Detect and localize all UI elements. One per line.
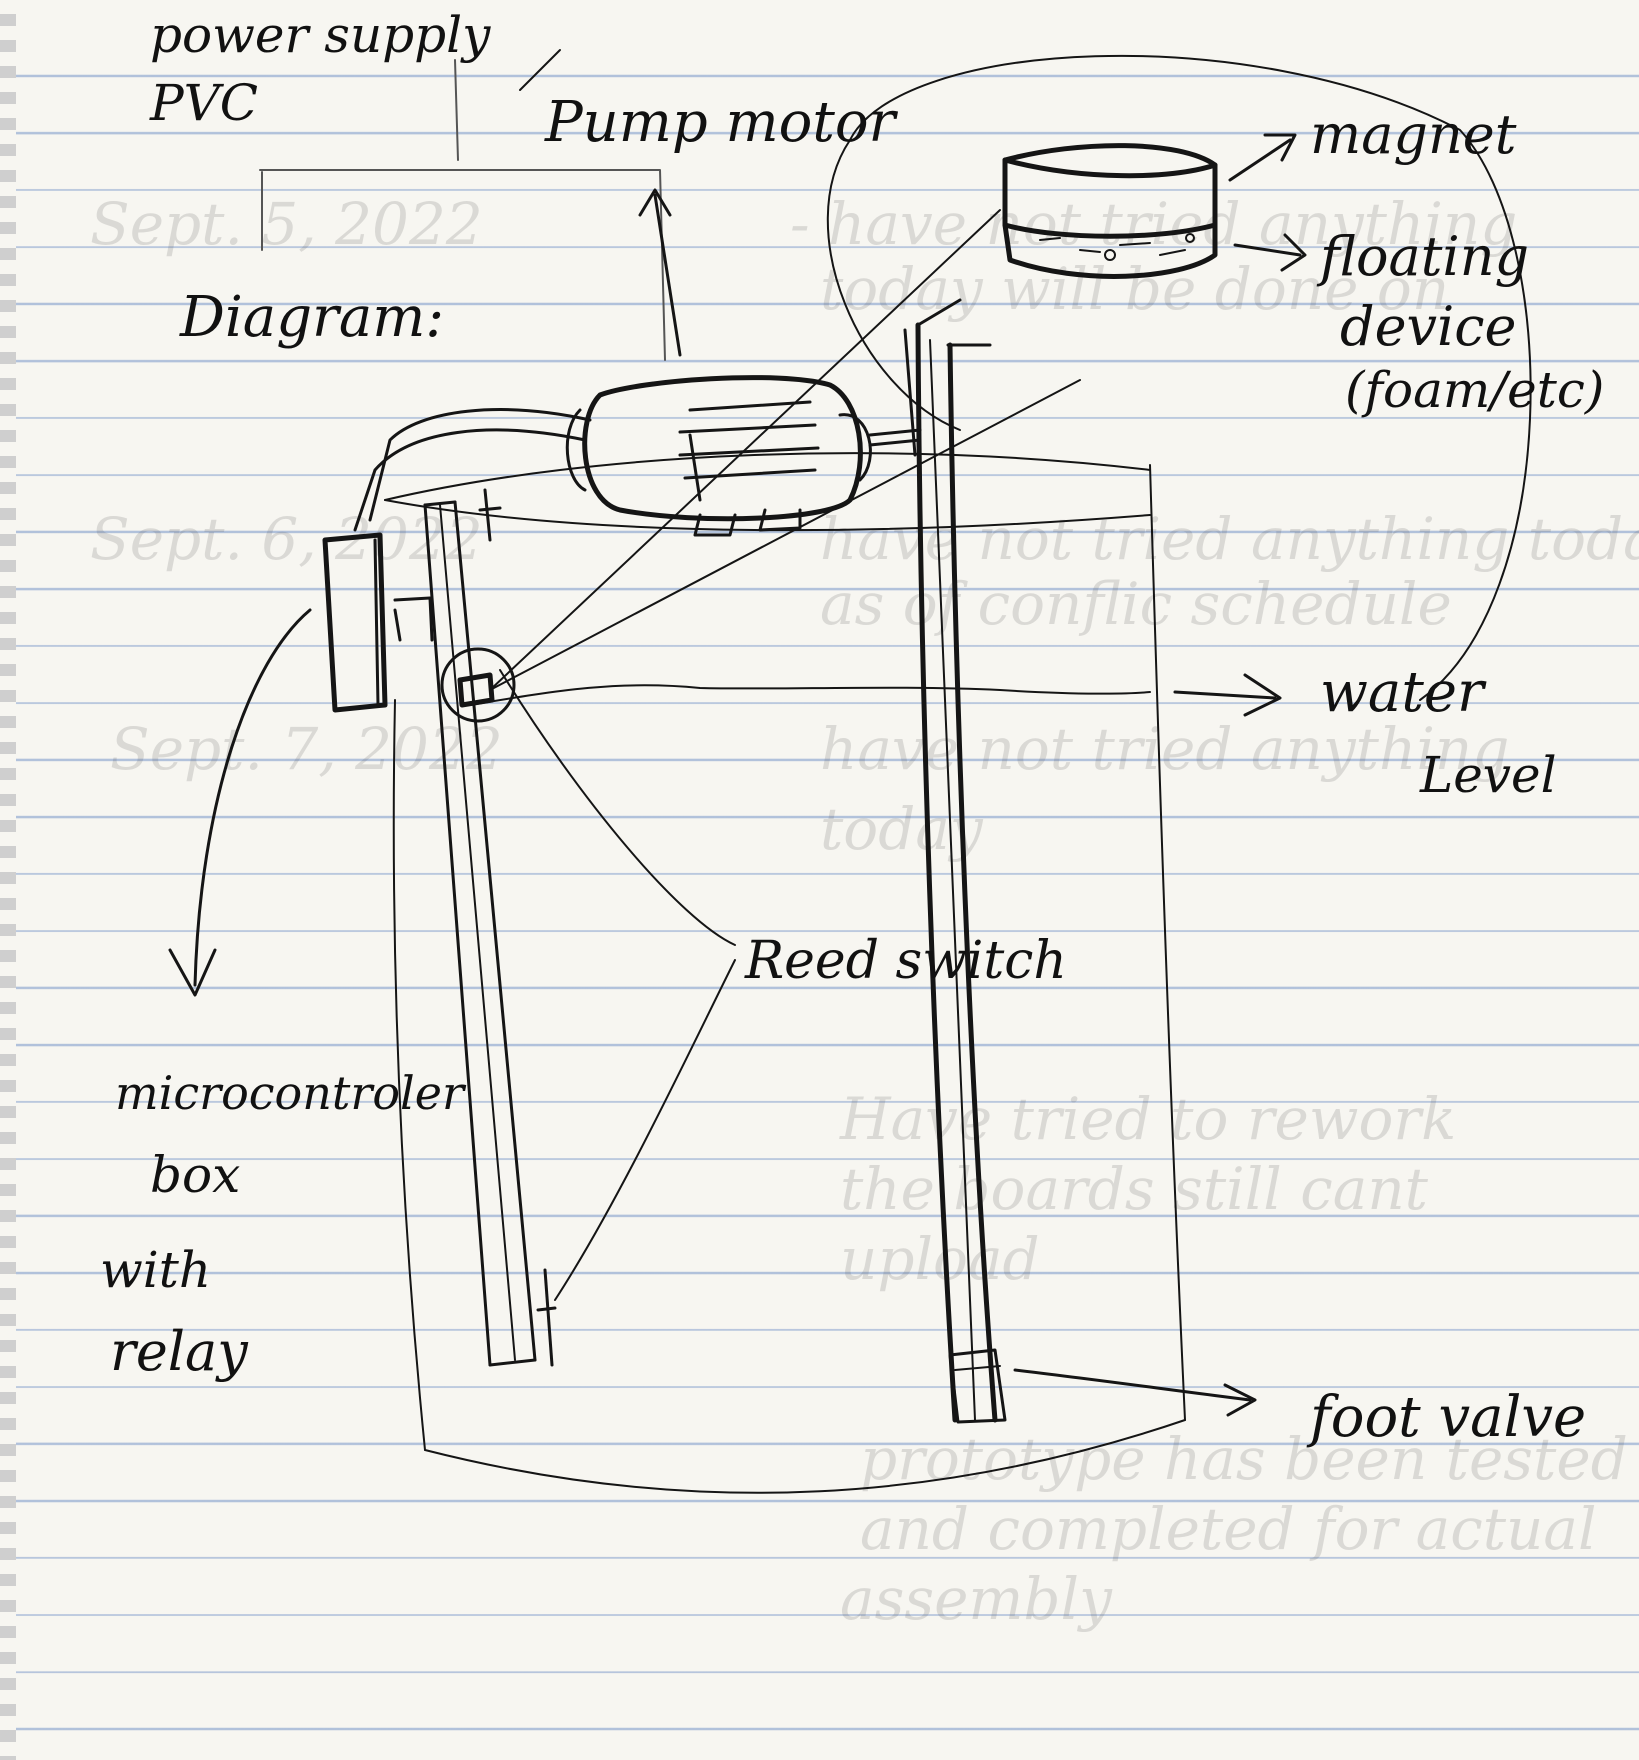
label-pvc: PVC [150,74,259,132]
reed-switch-bottom [536,1268,557,1367]
ghost-text: upload [840,1225,1040,1293]
label-level: Level [1420,746,1557,804]
spiral-binding [0,0,16,1760]
ghost-text: and completed for actual [860,1495,1597,1563]
ghost-text: today [820,795,983,863]
ghost-text: the boards still cant [840,1155,1428,1223]
label-box: box [150,1146,241,1204]
ghost-text: prototype has been tested [860,1425,1628,1493]
ghost-text: Sept. 6, 2022 [90,505,483,573]
ghost-text: today will be done on [820,255,1450,323]
left-pipe [423,500,537,1367]
ghost-text: Sept. 5, 2022 [90,190,483,258]
label-power-supply: power supply [150,6,491,64]
label-reed-switch: Reed switch [745,931,1067,991]
label-microcontroller: microcontroler [115,1066,464,1120]
arrow-magnet [1228,138,1292,182]
water-level-line [469,684,1151,706]
label-relay: relay [110,1320,248,1383]
label-magnet: magnet [1310,103,1517,166]
pointer-reed-bottom [554,959,736,1301]
arrows [168,133,1307,1417]
label-pump-motor: Pump motor [545,90,896,155]
ghost-text: as of conflic schedule [820,570,1452,638]
ghost-text: Sept. 7, 2022 [110,715,503,783]
arrow-micro [193,608,312,987]
magnet-float [1002,143,1218,279]
reed-switch-top [440,488,516,723]
header-box [259,49,666,361]
arrow-water [1173,690,1277,700]
arrow-float [1233,243,1302,257]
ghost-text: have not tried anything [820,715,1510,783]
label-water: water [1320,660,1484,725]
ghost-text: assembly [840,1565,1112,1633]
label-with: with [100,1241,212,1299]
zoom-circle [489,54,1532,701]
arrow-foot-valve [1013,1368,1252,1402]
pump-wires [353,408,592,532]
water-tank [384,452,1186,1494]
arrow-pump [653,193,682,357]
pointer-reed-top [499,669,736,946]
ghost-text: - have not tried anything [790,190,1518,258]
foot-valve [948,1348,1007,1424]
label-floating: floating [1320,225,1530,288]
right-pipe [903,298,998,1423]
label-device: device [1340,295,1517,358]
label-diagram: Diagram: [180,285,445,350]
label-foot-valve: foot valve [1310,1385,1587,1450]
ghost-text: Have tried to rework [840,1085,1457,1153]
microcontroller-box [322,532,434,713]
label-foam-etc: (foam/etc) [1345,361,1605,419]
